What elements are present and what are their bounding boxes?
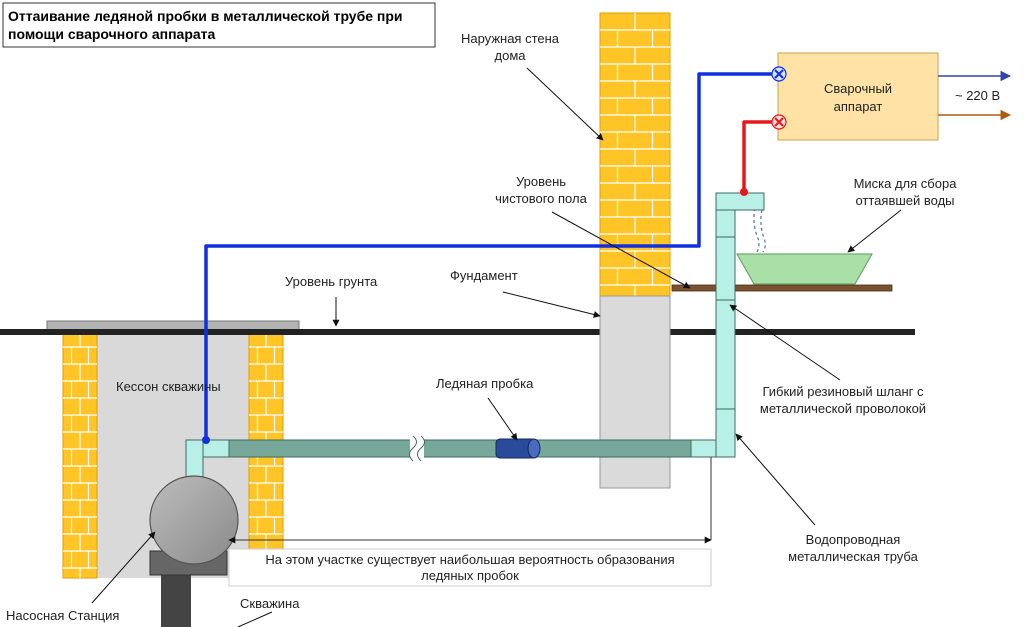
negative-cable-clamp: [202, 436, 210, 444]
metal-water-pipe: [185, 435, 692, 462]
outer-wall-label-line-2: дома: [495, 48, 527, 63]
voltage-label: ~ 220 В: [955, 88, 1000, 103]
ground-level-label: Уровень грунта: [285, 274, 378, 289]
house-outer-wall: [599, 12, 671, 298]
caisson-left-wall: [62, 329, 98, 579]
welder-label-line-2: аппарат: [834, 99, 883, 114]
welding-machine: Сварочный аппарат: [777, 52, 939, 141]
finished-floor-board: [671, 284, 893, 292]
water-drips: [753, 207, 766, 253]
positive-cable: [742, 120, 778, 192]
pump-station-label: Насосная Станция: [6, 608, 119, 623]
outer-wall-label-line-1: Наружная стена: [461, 31, 560, 46]
caisson-label: Кессон скважины: [116, 379, 221, 394]
welder-label-line-1: Сварочный: [824, 81, 892, 96]
bowl-leader: [847, 209, 902, 253]
finished-floor-leader: [551, 211, 691, 289]
danger-zone-note: На этом участке существует наибольшая ве…: [228, 548, 712, 587]
finished-floor-label-line-2: чистового пола: [495, 191, 587, 206]
hose-leader: [729, 304, 841, 381]
pump-station: [149, 475, 239, 627]
title-box: Оттаивание ледяной пробки в металлическо…: [2, 2, 436, 48]
metal-pipe-label-line-2: металлическая труба: [788, 549, 918, 564]
foundation-label: Фундамент: [450, 268, 518, 283]
ground-line: [0, 329, 915, 335]
finished-floor-label-line-1: Уровень: [516, 174, 566, 189]
positive-terminal-icon: [771, 114, 787, 130]
negative-terminal-icon: [771, 66, 787, 82]
well-label: Скважина: [240, 596, 300, 611]
title-line-2: помощи сварочного аппарата: [8, 26, 216, 42]
bowl-label-line-1: Миска для сбора: [854, 176, 958, 191]
foundation-leader: [502, 291, 601, 318]
rubber-hose: [690, 192, 765, 458]
pump-station-leader: [91, 531, 156, 604]
hose-label-line-1: Гибкий резиновый шланг с: [762, 384, 924, 399]
negative-cable: [204, 72, 778, 440]
zone-note-line-2: ледяных пробок: [421, 568, 519, 583]
positive-cable-clamp: [740, 188, 748, 196]
ice-plug-label: Ледяная пробка: [436, 376, 534, 391]
metal-pipe-leader: [735, 433, 816, 526]
danger-zone-dimension: [228, 457, 712, 544]
well-leader: [237, 611, 273, 627]
metal-pipe-label-line-1: Водопроводная: [806, 532, 901, 547]
bowl-label-line-2: оттаявшей воды: [855, 193, 954, 208]
foundation: [599, 295, 671, 489]
outer-wall-leader: [526, 67, 604, 141]
hose-label-line-2: металлической проволокой: [760, 401, 926, 416]
water-bowl: [736, 253, 873, 285]
zone-note-line-1: На этом участке существует наибольшая ве…: [265, 552, 674, 567]
ice-plug-leader: [487, 397, 518, 441]
title-line-1: Оттаивание ледяной пробки в металлическо…: [8, 8, 403, 24]
ice-plug: [495, 438, 541, 459]
